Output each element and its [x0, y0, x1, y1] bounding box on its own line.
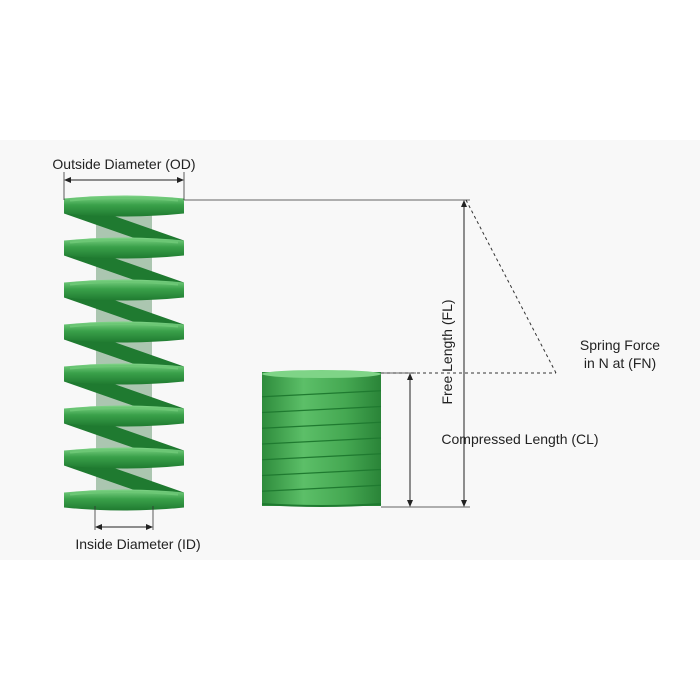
coil-highlight — [69, 449, 179, 454]
coil-highlight — [69, 197, 179, 202]
compressed-turn-line — [261, 390, 382, 398]
inside-diameter-label: Inside Diameter (ID) — [75, 536, 200, 552]
compressed-spring-top — [262, 370, 381, 378]
coil-highlight — [69, 323, 179, 328]
cl-arrow-top-icon — [407, 373, 413, 380]
coil-highlight — [69, 239, 179, 244]
id-arrow-left-icon — [95, 524, 102, 530]
compressed-length-label: Compressed Length (CL) — [441, 431, 598, 447]
od-arrow-right-icon — [177, 177, 184, 183]
coil-highlight — [69, 365, 179, 370]
cl-arrow-bottom-icon — [407, 500, 413, 507]
coil-turn — [64, 237, 184, 259]
fl-arrow-top-icon — [461, 200, 467, 207]
coil-turn — [64, 405, 184, 427]
free-length-dimension — [184, 199, 470, 508]
free-length-label: Free Length (FL) — [439, 299, 455, 404]
force-dashed-diagonal — [465, 199, 557, 374]
spring-force-label-line2: in N at (FN) — [584, 355, 656, 371]
coil-highlight — [69, 281, 179, 286]
outside-diameter-label: Outside Diameter (OD) — [52, 156, 195, 172]
coil-turn — [64, 195, 184, 217]
compressed-turn-line — [261, 421, 382, 429]
compressed-turn-line — [261, 484, 382, 492]
compressed-spring-coil — [261, 370, 382, 507]
inside-diameter-dimension — [94, 506, 154, 530]
compressed-turn-line — [261, 468, 382, 477]
compressed-length-dimension — [381, 372, 416, 507]
spring-force-indicator — [381, 199, 557, 374]
compressed-spring-base — [261, 503, 382, 507]
fl-arrow-bottom-icon — [461, 500, 467, 507]
compressed-turn-line — [261, 437, 382, 445]
compressed-turn-line — [261, 453, 382, 461]
coil-turn — [64, 279, 184, 301]
coil-turn — [64, 321, 184, 343]
coil-highlight — [69, 491, 179, 496]
coil-turn — [64, 363, 184, 385]
free-spring-coil — [64, 195, 184, 511]
id-arrow-right-icon — [146, 524, 153, 530]
spring-force-label-line1: Spring Force — [580, 337, 660, 353]
outside-diameter-dimension — [63, 172, 185, 200]
compressed-turn-line — [261, 405, 382, 414]
coil-turn — [64, 447, 184, 469]
od-arrow-left-icon — [64, 177, 71, 183]
coil-highlight — [69, 407, 179, 412]
coil-turn — [64, 489, 184, 511]
